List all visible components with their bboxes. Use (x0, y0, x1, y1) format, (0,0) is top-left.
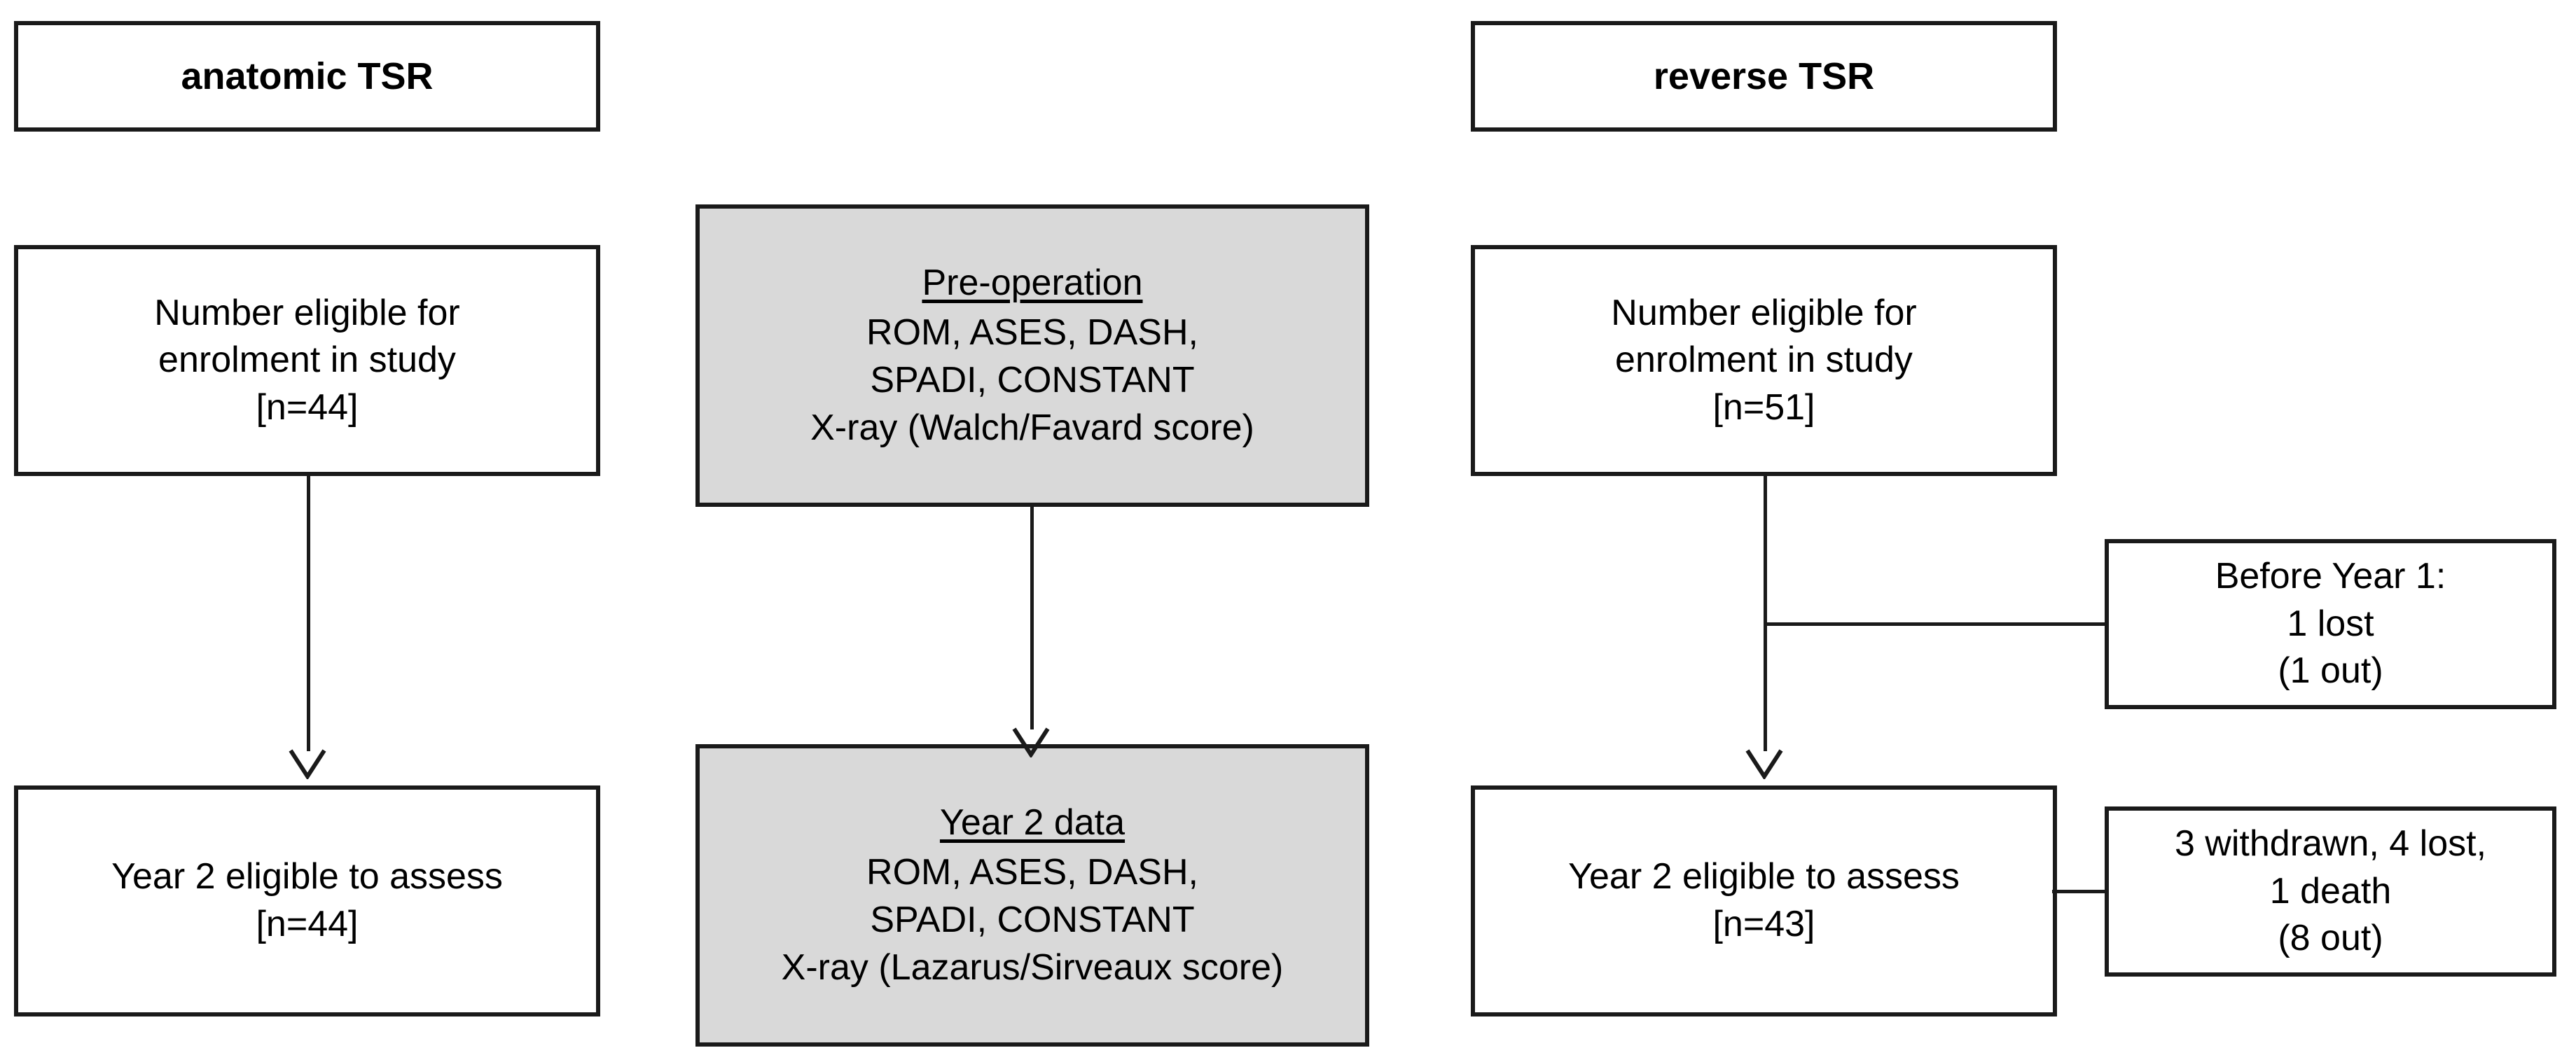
right-eligible-count: [n=51] (1712, 386, 1815, 428)
before-year1-dropout-box: Before Year 1: 1 lost (1 out) (2105, 539, 2556, 709)
group-header-anatomic-tsr: anatomic TSR (14, 21, 600, 132)
left-year2-line-1: Year 2 eligible to assess (111, 856, 503, 897)
before-year1-line-2: 1 lost (2287, 603, 2374, 644)
right-year2-box: Year 2 eligible to assess [n=43] (1471, 785, 2057, 1016)
year2-data-line-1: ROM, ASES, DASH, (866, 852, 1198, 893)
left-eligible-count: [n=44] (256, 386, 359, 428)
pre-operation-line-3: X-ray (Walch/Favard score) (810, 407, 1254, 448)
pre-operation-line-2: SPADI, CONSTANT (870, 360, 1195, 400)
connector-preop-to-year2data (1030, 507, 1034, 729)
connector-right-eligible-to-year2 (1764, 476, 1767, 751)
connector-left-eligible-to-year2 (307, 476, 310, 751)
group-header-reverse-tsr: reverse TSR (1471, 21, 2057, 132)
group-header-reverse-tsr-label: reverse TSR (1653, 55, 1875, 97)
group-header-anatomic-tsr-label: anatomic TSR (181, 55, 434, 97)
by-year2-line-3: (8 out) (2278, 918, 2383, 959)
left-eligible-box: Number eligible for enrolment in study [… (14, 245, 600, 476)
year2-data-heading: Year 2 data (939, 802, 1126, 843)
left-year2-count: [n=44] (256, 904, 359, 944)
year2-data-line-3: X-ray (Lazarus/Sirveaux score) (781, 946, 1284, 988)
right-eligible-line-2: enrolment in study (1615, 340, 1913, 381)
arrow-down-icon (1012, 727, 1050, 757)
by-year2-dropout-box: 3 withdrawn, 4 lost, 1 death (8 out) (2105, 806, 2556, 977)
right-eligible-line-1: Number eligible for (1611, 292, 1917, 333)
connector-to-before-year1-box (1764, 622, 2107, 626)
right-eligible-box: Number eligible for enrolment in study [… (1471, 245, 2057, 476)
left-year2-box: Year 2 eligible to assess [n=44] (14, 785, 600, 1016)
by-year2-line-1: 3 withdrawn, 4 lost, (2174, 823, 2487, 865)
arrow-down-icon (289, 748, 326, 779)
left-eligible-line-2: enrolment in study (158, 340, 456, 381)
arrow-down-icon (1745, 748, 1783, 779)
right-year2-count: [n=43] (1712, 904, 1815, 944)
left-eligible-line-1: Number eligible for (154, 292, 460, 333)
by-year2-line-2: 1 death (2269, 870, 2392, 911)
pre-operation-heading: Pre-operation (922, 262, 1143, 303)
year2-data-box: Year 2 data ROM, ASES, DASH, SPADI, CONS… (695, 744, 1369, 1047)
pre-operation-box: Pre-operation ROM, ASES, DASH, SPADI, CO… (695, 204, 1369, 507)
before-year1-line-3: (1 out) (2278, 650, 2383, 692)
year2-data-line-2: SPADI, CONSTANT (870, 900, 1195, 940)
connector-to-by-year2-box (2052, 890, 2107, 893)
before-year1-line-1: Before Year 1: (2215, 556, 2446, 597)
right-year2-line-1: Year 2 eligible to assess (1568, 856, 1960, 897)
pre-operation-line-1: ROM, ASES, DASH, (866, 312, 1198, 354)
